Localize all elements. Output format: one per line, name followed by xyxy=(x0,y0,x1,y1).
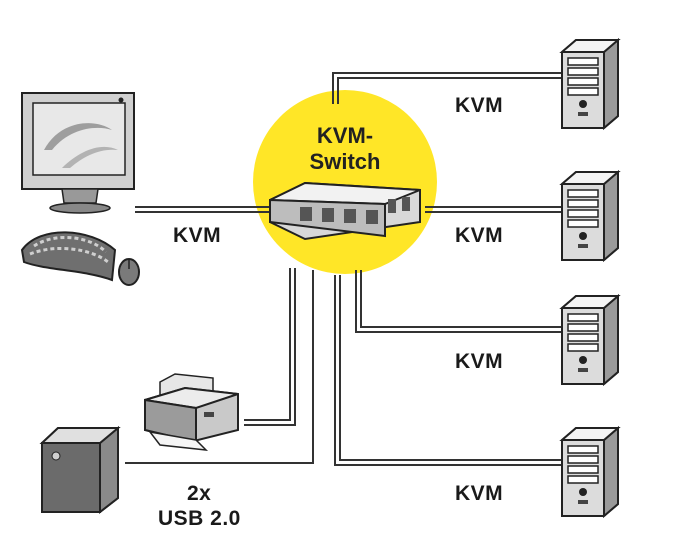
link-label-server-2: KVM xyxy=(455,224,504,247)
server-tower-icon xyxy=(561,171,619,261)
link-label-usb-count: 2x xyxy=(187,482,212,505)
switch-title-line2: Switch xyxy=(309,149,381,174)
switch-title-line1: KVM- xyxy=(316,123,374,148)
switch-highlight-circle xyxy=(253,90,437,274)
printer-icon xyxy=(144,373,239,451)
monitor-icon xyxy=(21,92,135,214)
server-tower-icon xyxy=(561,427,619,517)
server-tower-icon xyxy=(561,295,619,385)
switch-title: KVM- Switch xyxy=(290,123,400,175)
keyboard-icon xyxy=(20,231,117,282)
kvm-switch-icon xyxy=(269,181,421,241)
link-label-server-4: KVM xyxy=(455,482,504,505)
server-tower-icon xyxy=(561,39,619,129)
external-drive-icon xyxy=(39,425,121,515)
connection-lines xyxy=(125,72,562,466)
mouse-icon xyxy=(118,258,140,286)
link-label-server-3: KVM xyxy=(455,350,504,373)
link-label-usb-version: USB 2.0 xyxy=(158,507,241,530)
link-label-computer: KVM xyxy=(173,224,222,247)
link-label-server-1: KVM xyxy=(455,94,504,117)
